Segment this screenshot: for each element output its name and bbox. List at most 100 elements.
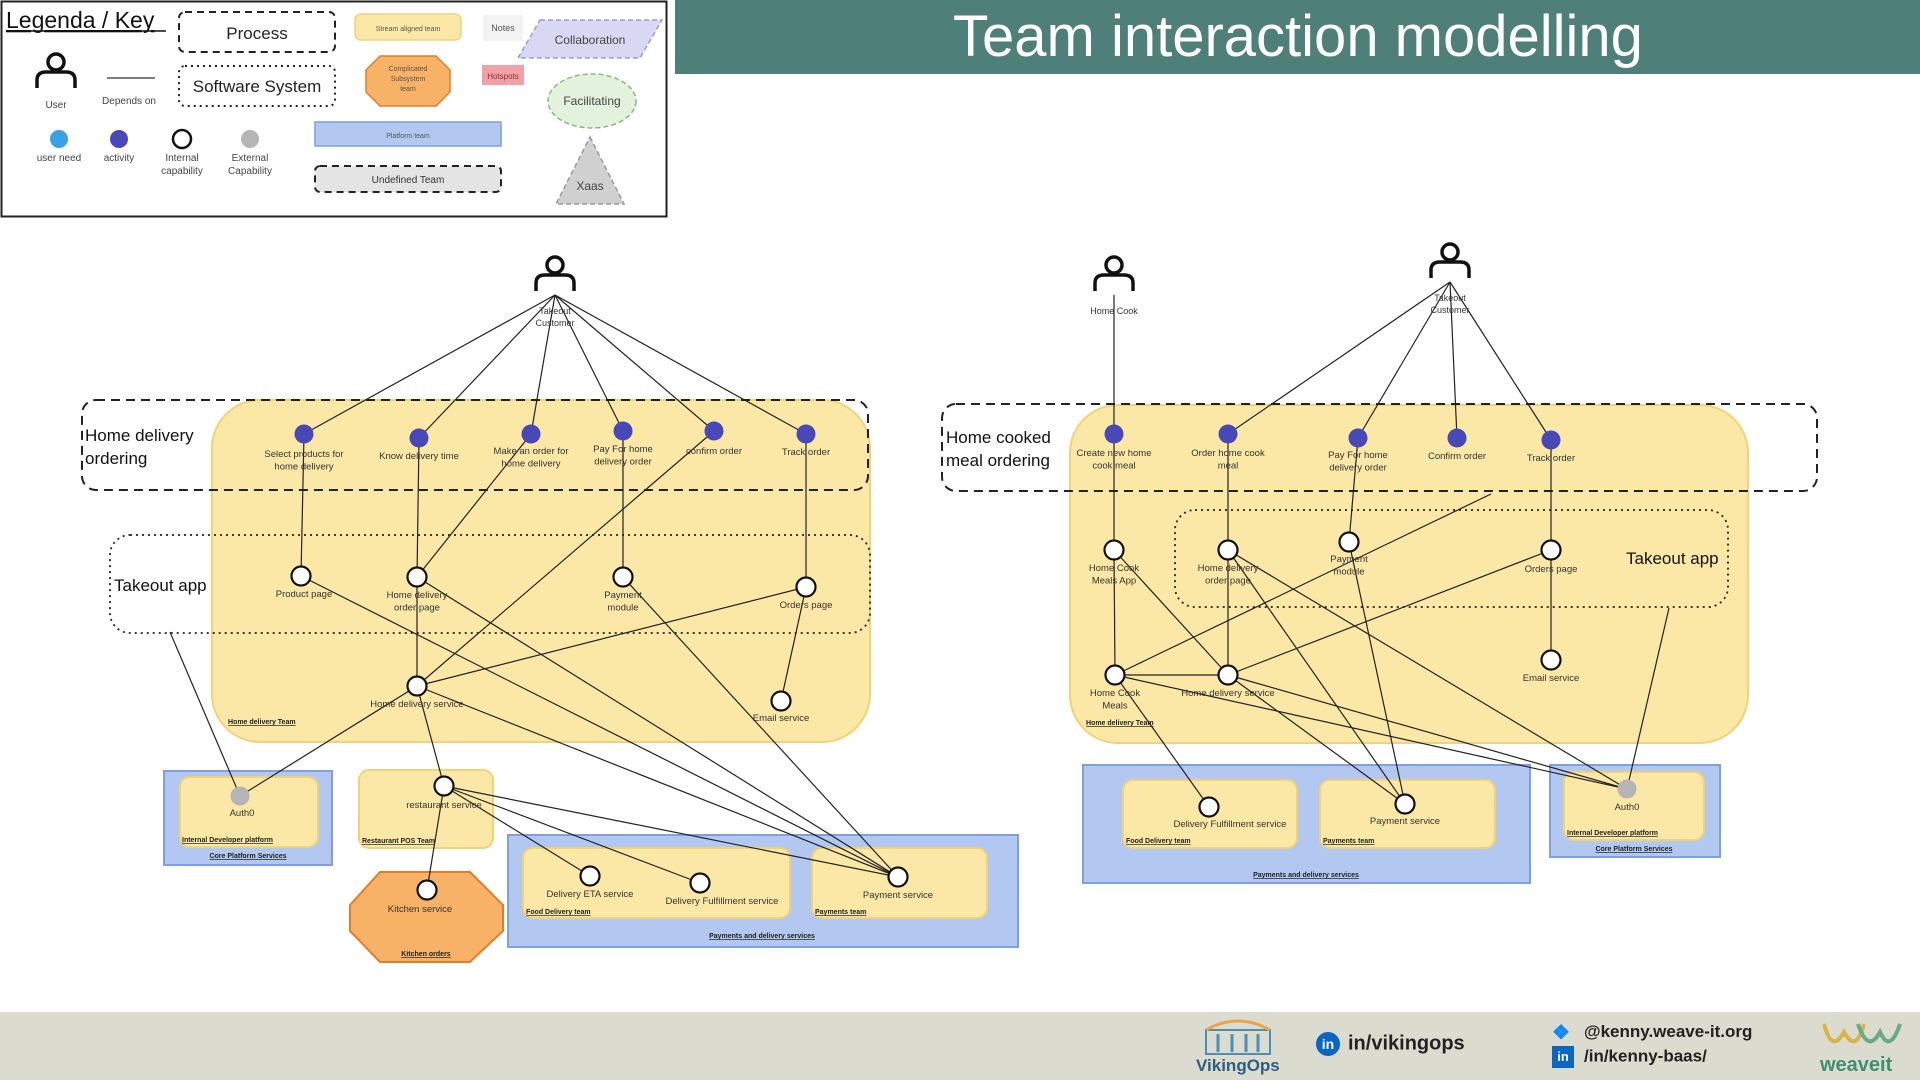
dependency-line xyxy=(622,576,899,878)
right-idp-area xyxy=(1563,771,1705,841)
capability-node: Payment module xyxy=(1330,531,1368,578)
dependency-line xyxy=(416,430,715,687)
capability-node: Orders page xyxy=(780,576,832,611)
linkedin-kenny-link[interactable]: in/in/kenny-baas/ xyxy=(1552,1046,1707,1068)
internal-capability-dot xyxy=(406,566,428,588)
dependency-line xyxy=(1357,281,1451,439)
external-capability-dot xyxy=(1617,779,1637,799)
user-icon xyxy=(534,255,576,293)
legend-user-need-label: user need xyxy=(37,153,81,164)
legend-platform-box xyxy=(314,121,502,147)
right-idp-label: Internal Developer platform xyxy=(1567,830,1658,837)
legend-notes-box xyxy=(483,15,523,41)
legend-xaas-label: Xaas xyxy=(576,179,603,193)
linkedin-kenny-text: /in/kenny-baas/ xyxy=(1584,1046,1707,1066)
node-label: Kitchen service xyxy=(388,904,452,915)
legend-stream-label: Stream aligned team xyxy=(376,26,441,33)
dependency-line xyxy=(239,685,418,797)
dependency-line xyxy=(416,685,899,878)
internal-capability-dot xyxy=(1104,664,1126,686)
internal-capability-dot xyxy=(770,690,792,712)
node-label-line: Create new home xyxy=(1077,448,1152,459)
activity-node: Know delivery time xyxy=(379,428,459,462)
internal-capability-dot xyxy=(1217,664,1239,686)
node-label-line: Email service xyxy=(1523,673,1580,684)
internal-capability-dot xyxy=(433,775,455,797)
dependency-line xyxy=(300,433,305,577)
activity-dot xyxy=(796,424,816,444)
internal-capability-dot xyxy=(1394,793,1416,815)
dependency-line xyxy=(530,294,556,435)
legend-stream-box xyxy=(354,13,462,41)
node-label-line: delivery order xyxy=(1329,463,1387,474)
legend-complicated-label-1: Complicated xyxy=(389,66,428,73)
dependency-line xyxy=(1227,281,1451,435)
node-label: Payment service xyxy=(863,890,933,901)
legend-collaboration-label: Collaboration xyxy=(555,33,626,47)
activity-dot xyxy=(1447,428,1467,448)
node-label-line: home delivery xyxy=(274,462,333,473)
bluesky-link[interactable]: ❖@kenny.weave-it.org xyxy=(1552,1020,1752,1045)
node-label-line: meal xyxy=(1218,461,1239,472)
capability-node: Delivery Fulfillment service xyxy=(1174,796,1287,830)
activity-dot xyxy=(1218,424,1238,444)
dependency-line xyxy=(416,576,899,878)
linkedin-vikingops-text: in/vikingops xyxy=(1348,1032,1465,1055)
node-label: Delivery ETA service xyxy=(547,889,634,900)
node-label: Track order xyxy=(782,447,830,458)
node-label: Product page xyxy=(276,589,333,600)
dependency-line xyxy=(1449,281,1552,441)
capability-node: Email service xyxy=(753,690,810,724)
dependency-line xyxy=(416,586,807,687)
capability-node: Product page xyxy=(276,565,333,600)
node-label-line: module xyxy=(1333,567,1364,578)
right-core-platform-label: Core Platform Services xyxy=(1595,846,1672,853)
legend-process-box xyxy=(178,11,336,53)
right-payments-team-label: Payments team xyxy=(1323,838,1374,845)
dependency-line xyxy=(1227,549,1628,790)
left-payments-team-label: Payments team xyxy=(815,909,866,916)
dependency-line xyxy=(426,785,445,891)
legend-external-label-1: External xyxy=(232,153,269,164)
node-label-line: Make an order for xyxy=(494,446,569,457)
legend-system-label: Software System xyxy=(193,77,322,96)
dependency-line xyxy=(1626,607,1670,790)
dependency-line xyxy=(300,575,899,878)
left-food-delivery-label: Food Delivery team xyxy=(526,909,591,916)
node-label: Confirm order xyxy=(1428,451,1486,462)
activity-dot xyxy=(521,424,541,444)
activity-node: confirm order xyxy=(686,421,742,457)
vikingops-brand: VikingOps xyxy=(1196,1056,1280,1075)
node-label-line: confirm order xyxy=(686,446,742,457)
legend-internal-label-2: capability xyxy=(161,166,203,177)
dependency-line xyxy=(1227,674,1628,790)
legend-activity-dot xyxy=(110,130,128,148)
node-label: Payment module xyxy=(1330,554,1368,578)
right-food-delivery-label: Food Delivery team xyxy=(1126,838,1191,845)
node-label: Email service xyxy=(753,713,810,724)
capability-node: Auth0 xyxy=(1615,779,1640,813)
node-label-line: Payment xyxy=(1330,554,1368,565)
internal-capability-dot xyxy=(290,565,312,587)
node-label: Delivery Fulfillment service xyxy=(1174,819,1287,830)
right-home-delivery-team-label: Home delivery Team xyxy=(1086,720,1154,727)
weaveit-logo-icon xyxy=(1822,1023,1902,1044)
page-title: Team interaction modelling xyxy=(953,4,1643,69)
legend: Legenda / Key User Depends on user need … xyxy=(0,0,668,218)
node-label-line: Payment service xyxy=(863,890,933,901)
user-icon xyxy=(1093,255,1135,293)
activity-node: Track order xyxy=(1527,430,1575,464)
dependency-line xyxy=(443,785,899,878)
node-label: Delivery Fulfillment service xyxy=(666,896,779,907)
user-icon xyxy=(1429,242,1471,280)
node-label-line: Auth0 xyxy=(1615,802,1640,813)
legend-facilitating-label: Facilitating xyxy=(563,94,620,108)
dependency-line xyxy=(1114,674,1210,808)
node-label-line: Orders page xyxy=(1525,564,1578,575)
legend-hotspot-label: Hotspots xyxy=(487,72,519,81)
node-label-line: home delivery xyxy=(501,459,560,470)
